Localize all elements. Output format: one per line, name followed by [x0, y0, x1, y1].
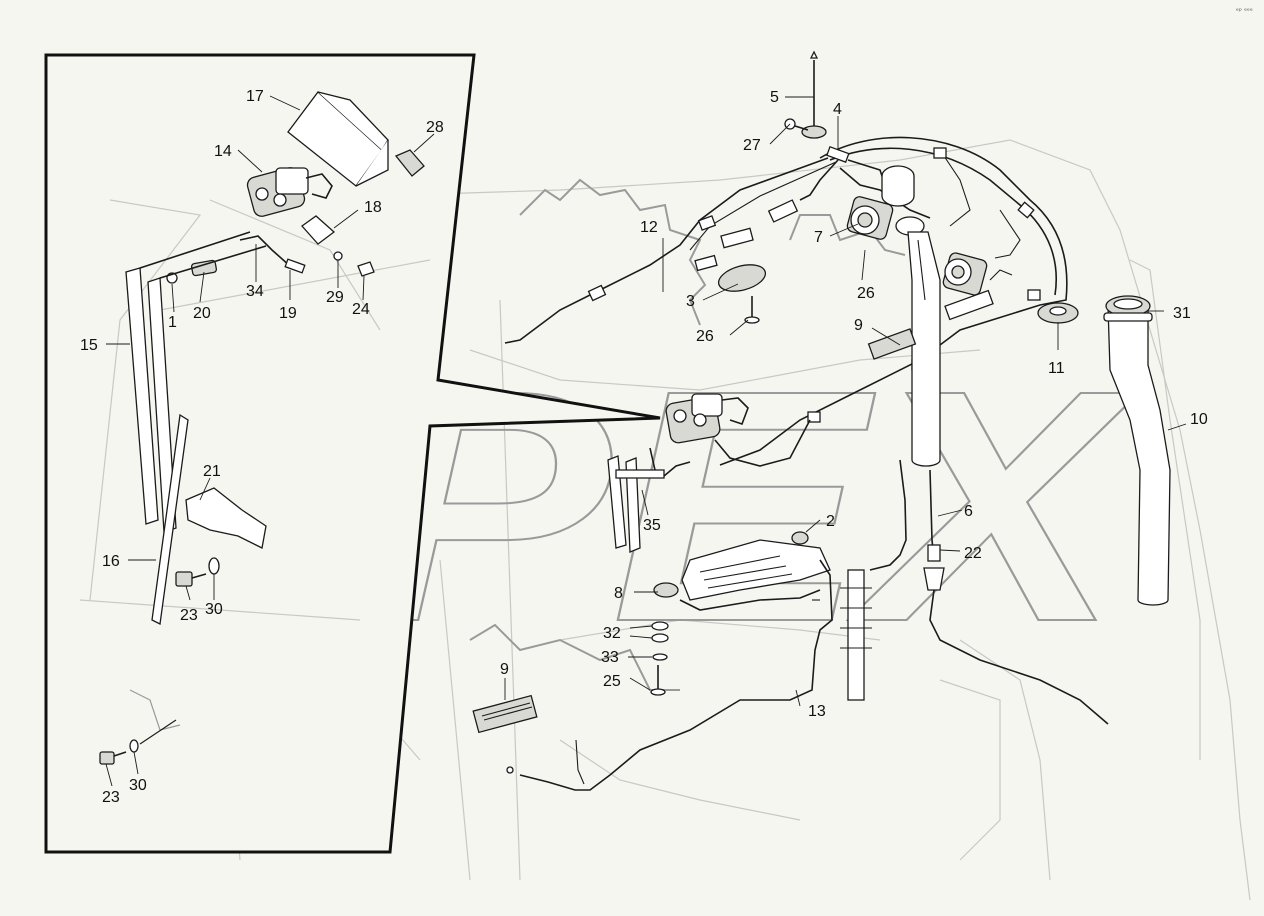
callout-2: 2: [826, 513, 835, 530]
callout-labels: 5 4 27 12 7 3 26 26 31 9 11 10 6 2 35 22…: [80, 88, 1208, 806]
callout-17: 17: [246, 88, 264, 105]
callout-19: 19: [279, 305, 297, 322]
callout-21: 21: [203, 463, 221, 480]
callout-1: 1: [168, 314, 177, 331]
callout-20: 20: [193, 305, 211, 322]
callout-16: 16: [102, 553, 120, 570]
callout-22: 22: [964, 545, 982, 562]
callout-10: 10: [1190, 411, 1208, 428]
callout-30-bottom: 30: [129, 777, 147, 794]
callout-4: 4: [833, 101, 842, 118]
callout-3: 3: [686, 293, 695, 310]
callout-13: 13: [808, 703, 826, 720]
callout-12: 12: [640, 219, 658, 236]
callout-18: 18: [364, 199, 382, 216]
callout-28: 28: [426, 119, 444, 136]
callout-23-top: 23: [180, 607, 198, 624]
callout-7: 7: [814, 229, 823, 246]
callout-35: 35: [643, 517, 661, 534]
inset-wiper-motor: [246, 167, 333, 217]
callout-33: 33: [601, 649, 619, 666]
callout-23-bottom: 23: [102, 789, 120, 806]
callout-14: 14: [214, 143, 232, 160]
leader-lines: [105, 95, 1187, 787]
callout-24: 24: [352, 301, 370, 318]
air-hose: [1103, 295, 1171, 606]
callout-27: 27: [743, 137, 761, 154]
corner-logo: ᵉᵖ ᵉᵉᵉ: [1236, 7, 1253, 15]
speaker-right: [942, 252, 988, 296]
callout-8: 8: [614, 585, 623, 602]
callout-15: 15: [80, 337, 98, 354]
callout-26-bottom: 26: [696, 328, 714, 345]
callout-5: 5: [770, 89, 779, 106]
callout-34: 34: [246, 283, 264, 300]
inset-panel: [44, 53, 661, 854]
callout-25: 25: [603, 673, 621, 690]
callout-9-top: 9: [854, 317, 863, 334]
callout-26-top: 26: [857, 285, 875, 302]
callout-6: 6: [964, 503, 973, 520]
motor-cover: [287, 91, 389, 187]
callout-31: 31: [1173, 305, 1191, 322]
callout-11: 11: [1048, 360, 1065, 377]
speaker-left: [846, 196, 894, 240]
callout-29: 29: [326, 289, 344, 306]
callout-9-bottom: 9: [500, 661, 509, 678]
callout-30-top: 30: [205, 601, 223, 618]
main-wiper-motor: [607, 393, 811, 553]
callout-32: 32: [603, 625, 621, 642]
